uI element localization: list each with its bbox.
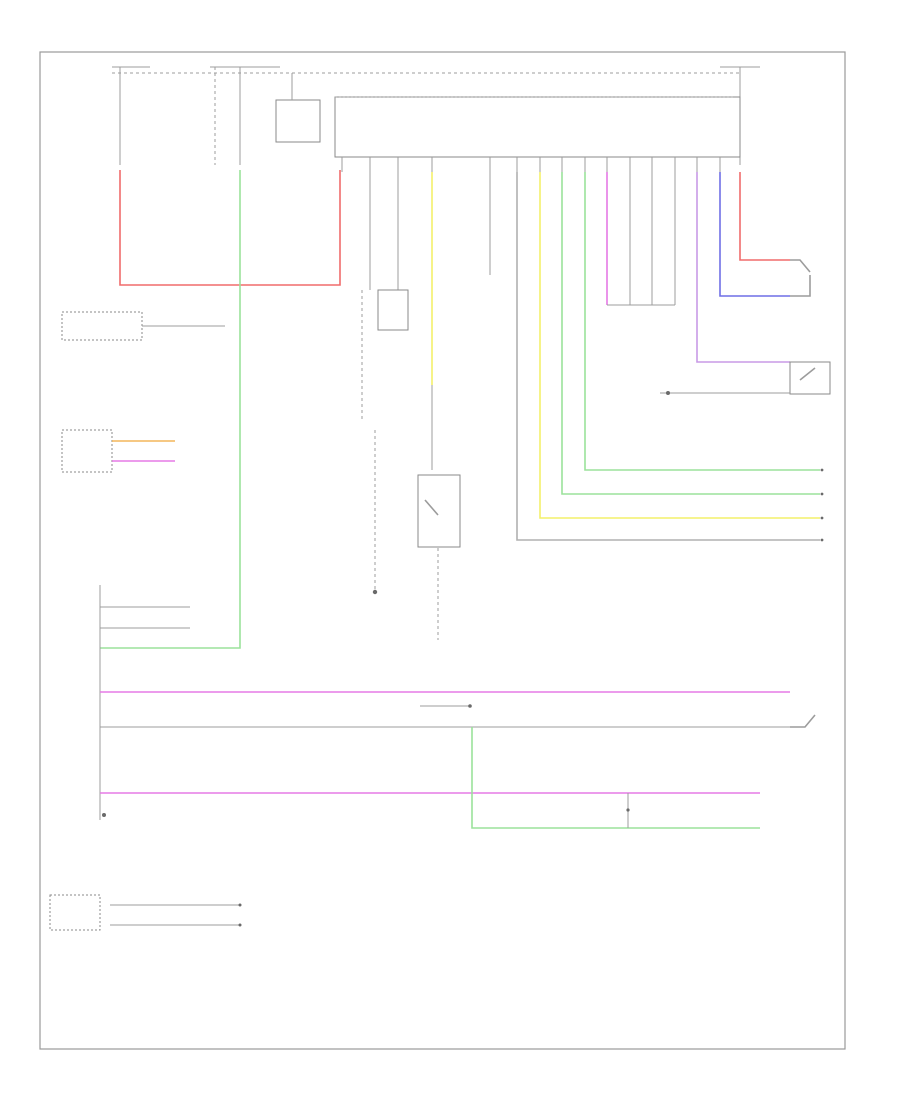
blue-wire-720 <box>719 172 790 297</box>
splice-dot <box>626 808 630 812</box>
left-bottom-dot <box>102 813 106 817</box>
bottom-left-end-1 <box>238 903 242 907</box>
switch-right-top <box>790 259 811 297</box>
green-wire-mid <box>100 170 241 649</box>
green-wire-585 <box>584 172 820 471</box>
right-ground-dot <box>666 391 670 395</box>
switch-right-box-contact <box>799 367 816 381</box>
right-terminal-ends <box>820 468 824 542</box>
gray-wire-517 <box>516 172 820 541</box>
left-instrument-cluster <box>61 429 113 473</box>
diagram-frame <box>39 51 846 1050</box>
bottom-left-connector <box>49 894 101 931</box>
mid-bus-dot <box>468 704 472 708</box>
relay-box-center <box>377 289 409 331</box>
green-wire-562 <box>561 172 820 495</box>
red-wire-left <box>119 170 341 286</box>
left-switch-1 <box>61 311 143 341</box>
yellow-wire-540 <box>539 172 820 519</box>
switch-component-center <box>417 474 461 548</box>
violet-wire-697 <box>696 172 790 363</box>
ground-dot-left <box>372 589 378 595</box>
top-left-label-block <box>55 75 100 120</box>
green-bus-lower <box>471 727 760 829</box>
module-pin-stubs <box>341 157 721 172</box>
switch-contact <box>424 499 439 516</box>
central-module <box>334 96 741 158</box>
bottom-left-end-2 <box>238 923 242 927</box>
red-wire-right <box>739 172 790 261</box>
switch-right-box <box>789 361 831 395</box>
switch-right-mid <box>790 714 816 728</box>
small-module-center-right <box>468 275 508 335</box>
top-center-component <box>275 99 321 143</box>
